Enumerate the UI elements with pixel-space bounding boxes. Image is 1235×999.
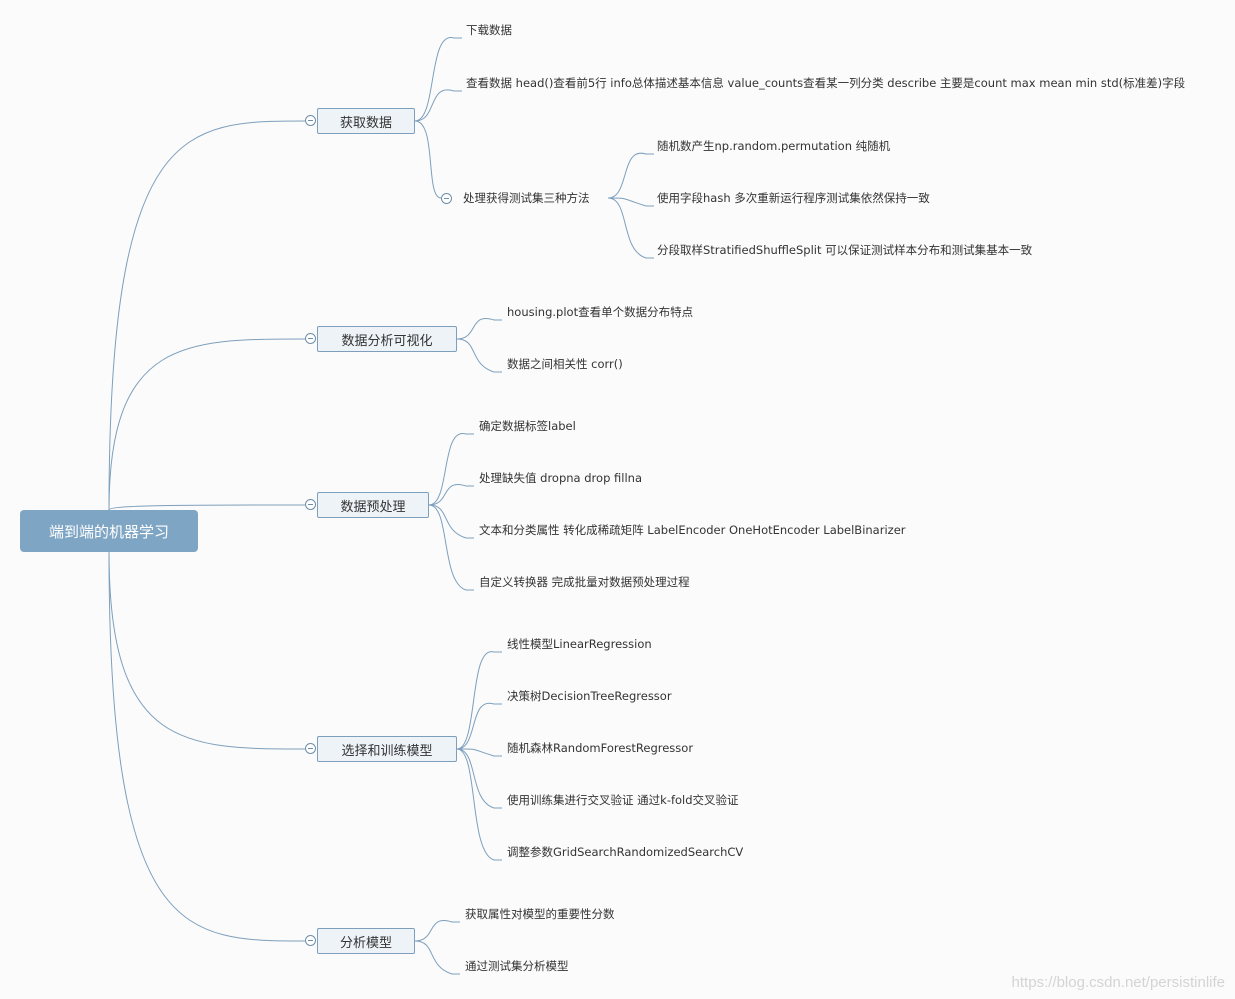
collapse-toggle-icon[interactable] (305, 333, 316, 344)
leaf-decision-tree[interactable]: 决策树DecisionTreeRegressor (507, 689, 672, 703)
root-link (108, 551, 306, 750)
branch-link (414, 37, 462, 122)
branch-link (428, 433, 474, 506)
topic-analyze-model[interactable]: 分析模型 (317, 928, 415, 954)
branch-link (456, 318, 502, 340)
collapse-toggle-icon[interactable] (305, 935, 316, 946)
branch-link (414, 89, 462, 122)
root-link (108, 338, 306, 511)
leaf-categorical[interactable]: 文本和分类属性 转化成稀疏矩阵 LabelEncoder OneHotEncod… (479, 523, 906, 537)
branch-link (456, 748, 502, 809)
branch-link (607, 152, 654, 199)
branch-link (456, 651, 502, 750)
branch-link (456, 748, 502, 861)
leaf-corr[interactable]: 数据之间相关性 corr() (507, 357, 623, 371)
topic-get-data[interactable]: 获取数据 (317, 108, 415, 134)
branch-link (456, 338, 502, 373)
branch-link (607, 197, 654, 259)
leaf-grid-search[interactable]: 调整参数GridSearchRandomizedSearchCV (507, 845, 744, 859)
topic-data-visualization[interactable]: 数据分析可视化 (317, 326, 457, 352)
leaf-custom-transformer[interactable]: 自定义转换器 完成批量对数据预处理过程 (479, 575, 690, 589)
collapse-toggle-icon[interactable] (305, 743, 316, 754)
root-node[interactable]: 端到端的机器学习 (20, 510, 198, 552)
leaf-download-data[interactable]: 下载数据 (466, 23, 512, 37)
leaf-hash-field[interactable]: 使用字段hash 多次重新运行程序测试集依然保持一致 (657, 191, 930, 205)
collapse-toggle-icon[interactable] (305, 499, 316, 510)
leaf-missing-values[interactable]: 处理缺失值 dropna drop fillna (479, 471, 642, 485)
leaf-label[interactable]: 确定数据标签label (479, 419, 576, 433)
branch-link (428, 484, 474, 506)
root-link (108, 504, 306, 511)
leaf-test-set-methods[interactable]: 处理获得测试集三种方法 (463, 191, 590, 205)
branch-link (607, 197, 654, 207)
leaf-test-set-analysis[interactable]: 通过测试集分析模型 (465, 959, 569, 973)
collapse-toggle-icon[interactable] (305, 115, 316, 126)
leaf-linear-regression[interactable]: 线性模型LinearRegression (507, 637, 652, 651)
leaf-stratified-split[interactable]: 分段取样StratifiedShuffleSplit 可以保证测试样本分布和测试… (657, 243, 1033, 257)
branch-link (414, 920, 460, 942)
leaf-housing-plot[interactable]: housing.plot查看单个数据分布特点 (507, 305, 694, 319)
leaf-random-forest[interactable]: 随机森林RandomForestRegressor (507, 741, 694, 755)
root-link (108, 120, 306, 511)
leaf-cross-validation[interactable]: 使用训练集进行交叉验证 通过k-fold交叉验证 (507, 793, 739, 807)
collapse-toggle-icon[interactable] (441, 193, 452, 204)
root-link (108, 551, 306, 942)
topic-train-model[interactable]: 选择和训练模型 (317, 736, 457, 762)
watermark: https://blog.csdn.net/persistinlife (1011, 974, 1225, 991)
branch-link (414, 940, 460, 975)
branch-link (414, 120, 442, 199)
branch-link (428, 504, 474, 591)
leaf-inspect-data[interactable]: 查看数据 head()查看前5行 info总体描述基本信息 value_coun… (466, 76, 1186, 90)
branch-link (456, 748, 502, 757)
leaf-feature-importance[interactable]: 获取属性对模型的重要性分数 (465, 907, 615, 921)
topic-preprocessing[interactable]: 数据预处理 (317, 492, 429, 518)
branch-link (428, 504, 474, 539)
branch-link (456, 702, 502, 750)
leaf-random-permutation[interactable]: 随机数产生np.random.permutation 纯随机 (657, 139, 891, 153)
